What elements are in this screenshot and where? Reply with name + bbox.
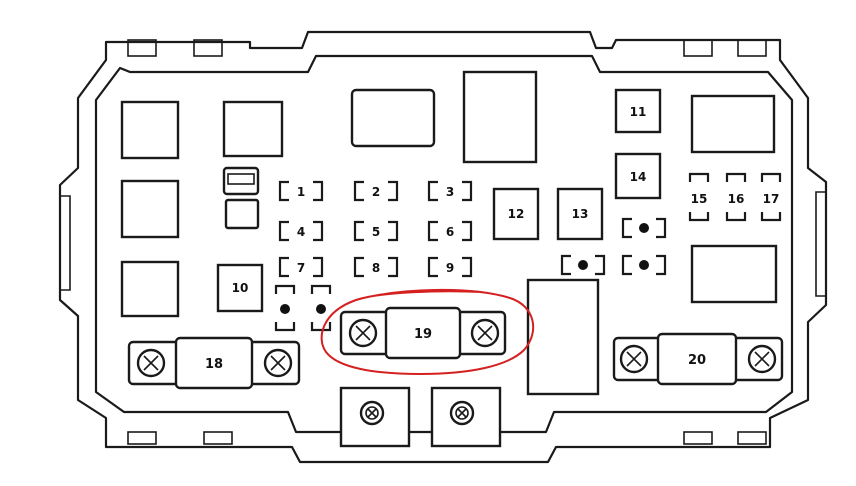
small-fuse-16: 16 [725, 172, 747, 222]
fuse-label-18: 18 [205, 357, 223, 372]
small-fuses: 15 16 17 [688, 172, 782, 222]
relay-center-tall [526, 278, 600, 396]
square-fuse-12: 12 [492, 187, 540, 241]
diode-upper [222, 166, 260, 196]
bolt-fuse-19: 19 [339, 306, 507, 360]
diode-lower [224, 198, 260, 230]
fuse-label-6: 6 [446, 225, 454, 239]
relay-mid-left [120, 179, 180, 239]
fuse-label-4: 4 [297, 225, 305, 239]
diode-sockets [274, 217, 667, 332]
mini-fuse-5: 5 [353, 220, 399, 242]
diode-socket-5 [310, 284, 332, 332]
highlight-circle [320, 288, 535, 376]
fuse-box-housing [58, 30, 828, 464]
relay-top-left-2 [222, 100, 284, 158]
terminal-left [339, 386, 411, 448]
small-fuse-17: 17 [760, 172, 782, 222]
mini-fuse-8: 8 [353, 256, 399, 278]
mini-fuse-6: 6 [427, 220, 473, 242]
small-fuse-15: 15 [688, 172, 710, 222]
terminal-blocks [339, 386, 502, 448]
bolt-fuse-20: 20 [612, 332, 784, 386]
mini-fuse-9: 9 [427, 256, 473, 278]
diode-socket-4 [274, 284, 296, 332]
relay-bottom-right [690, 244, 778, 304]
square-fuses: 10 11 12 13 14 [216, 88, 662, 313]
relay-top-left-1 [120, 100, 180, 160]
relay-top-right [690, 94, 776, 154]
fuse-label-1: 1 [297, 185, 305, 199]
mini-fuse-1: 1 [278, 180, 324, 202]
bolt-fuse-18: 18 [127, 336, 301, 390]
fuse-label-11: 11 [630, 105, 647, 119]
fuse-label-12: 12 [508, 207, 525, 221]
fuse-label-15: 15 [691, 192, 708, 206]
mini-fuses: 1 2 3 4 5 6 7 8 [278, 180, 473, 278]
fuse-label-14: 14 [630, 170, 647, 184]
fuse-label-3: 3 [446, 185, 454, 199]
fuse-label-16: 16 [728, 192, 745, 206]
fuse-label-9: 9 [446, 261, 454, 275]
square-fuse-10: 10 [216, 263, 264, 313]
relay-top-center-large [462, 70, 538, 164]
relay-group [120, 70, 778, 396]
square-fuse-13: 13 [556, 187, 604, 241]
square-fuse-11: 11 [614, 88, 662, 134]
fuse-label-10: 10 [232, 281, 249, 295]
fuse-label-20: 20 [688, 353, 706, 368]
square-fuse-14: 14 [614, 152, 662, 200]
mini-fuse-2: 2 [353, 180, 399, 202]
fuse-label-19: 19 [414, 327, 432, 342]
relay-top-center [350, 88, 436, 148]
fuse-label-17: 17 [763, 192, 780, 206]
fuse-label-8: 8 [372, 261, 380, 275]
diode-socket-1 [621, 217, 667, 239]
fuse-label-5: 5 [372, 225, 380, 239]
diode-socket-2 [560, 254, 606, 276]
fuse-label-2: 2 [372, 185, 380, 199]
fuse-label-13: 13 [572, 207, 589, 221]
relay-bottom-left [120, 260, 180, 318]
diode-socket-3 [621, 254, 667, 276]
mini-fuse-7: 7 [278, 256, 324, 278]
fuse-label-7: 7 [297, 261, 305, 275]
mini-fuse-4: 4 [278, 220, 324, 242]
mini-fuse-3: 3 [427, 180, 473, 202]
